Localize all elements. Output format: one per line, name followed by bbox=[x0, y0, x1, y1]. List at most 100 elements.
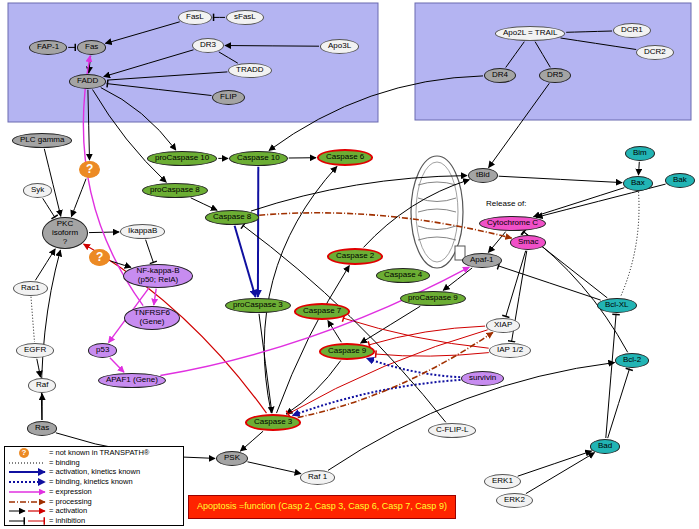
connector bbox=[31, 297, 35, 342]
node-label: Bcl-2 bbox=[623, 356, 641, 365]
legend-text: = inhibition bbox=[49, 516, 85, 526]
gene-ellipse: p53 bbox=[88, 343, 117, 358]
caspase-ellipse: Caspase 6 bbox=[317, 149, 373, 166]
caspase-ellipse: Caspase 10 bbox=[229, 151, 288, 166]
node-label: Apo2L = TRAIL bbox=[503, 29, 557, 38]
connector bbox=[526, 453, 595, 494]
caspase-ellipse: Caspase 3 bbox=[245, 414, 301, 431]
node-label: Bcl-XL bbox=[605, 301, 629, 310]
legend-sample bbox=[7, 487, 47, 497]
node-label: Apoptosis =function (Casp 2, Casp 3, Cas… bbox=[197, 502, 447, 512]
connector bbox=[277, 266, 350, 414]
protein-ellipse: FAP-1 bbox=[29, 40, 67, 55]
protein-ellipse: sFasL bbox=[226, 10, 264, 25]
bcl2-family-ellipse: Bax bbox=[623, 176, 653, 191]
caspase-ellipse: Caspase 8 bbox=[205, 210, 259, 225]
connector bbox=[35, 249, 55, 280]
connector bbox=[107, 72, 227, 80]
connector bbox=[499, 176, 622, 182]
node-label: IAP 1/2 bbox=[497, 346, 523, 355]
node-label: ? bbox=[86, 163, 93, 176]
protein-ellipse: Rac1 bbox=[13, 281, 48, 296]
node-label: Caspase 10 bbox=[237, 154, 280, 163]
legend-row: ?= not known in TRANSPATH® bbox=[7, 448, 183, 458]
legend-sample bbox=[7, 477, 47, 487]
gene-ellipse: TNFRSF6 (Gene) bbox=[124, 306, 180, 330]
function-box: Apoptosis =function (Casp 2, Casp 3, Cas… bbox=[188, 495, 456, 519]
connector bbox=[259, 213, 511, 238]
connector bbox=[111, 261, 131, 267]
connector bbox=[110, 358, 124, 372]
connector bbox=[506, 42, 525, 68]
node-label: Bim bbox=[633, 149, 647, 158]
protein-ellipse: FasL bbox=[178, 10, 212, 25]
legend-text: = expression bbox=[49, 487, 92, 497]
connector bbox=[535, 42, 550, 68]
protein-ellipse: Apaf-1 bbox=[462, 253, 502, 268]
connector bbox=[620, 192, 639, 297]
node-label: tBid bbox=[476, 171, 490, 180]
node-label: DCR1 bbox=[621, 26, 643, 35]
connector bbox=[41, 250, 60, 420]
node-label: PSK bbox=[224, 454, 240, 463]
connector bbox=[288, 330, 488, 414]
connector bbox=[105, 22, 179, 44]
connector bbox=[364, 180, 470, 248]
connector bbox=[88, 90, 90, 160]
legend-row: = inhibition bbox=[7, 516, 183, 526]
connector bbox=[293, 380, 461, 416]
connector bbox=[37, 359, 41, 377]
connector bbox=[518, 451, 592, 476]
legend-line bbox=[9, 481, 45, 483]
protein-ellipse: FADD bbox=[69, 74, 106, 89]
node-label: DR4 bbox=[492, 71, 508, 80]
connector bbox=[566, 31, 612, 32]
caspase-ellipse: proCaspase 10 bbox=[147, 151, 217, 166]
legend-text: = not known in TRANSPATH® bbox=[49, 448, 149, 458]
connector bbox=[218, 158, 228, 159]
legend-line bbox=[9, 471, 45, 473]
connector bbox=[608, 369, 630, 438]
node-label: Bax bbox=[631, 179, 645, 188]
node-label: Syk bbox=[31, 186, 44, 195]
protein-ellipse: EGFR bbox=[16, 343, 54, 358]
connector bbox=[154, 289, 156, 305]
legend-line bbox=[9, 501, 45, 503]
legend-row: = binding bbox=[7, 458, 183, 468]
legend-text: = activation bbox=[49, 506, 87, 516]
legend-line bbox=[9, 520, 25, 521]
connector bbox=[71, 179, 86, 217]
legend-row: = activation, kinetics known bbox=[7, 467, 183, 477]
protein-ellipse: Apo2L = TRAIL bbox=[495, 26, 565, 41]
protein-ellipse: ERK1 bbox=[484, 474, 521, 489]
node-label: Bad bbox=[598, 442, 612, 451]
connector bbox=[146, 240, 154, 263]
caspase-ellipse: proCaspase 9 bbox=[400, 291, 466, 306]
connector bbox=[489, 83, 550, 167]
legend-sample bbox=[7, 458, 47, 468]
legend-text: = binding, kinetics known bbox=[49, 477, 133, 487]
node-label: PLC gamma bbox=[20, 136, 64, 145]
connector bbox=[68, 47, 76, 48]
legend-text: = binding bbox=[49, 458, 80, 468]
connector bbox=[84, 244, 267, 413]
legend-text: = processing bbox=[49, 497, 92, 507]
protein-ellipse: Fas bbox=[77, 40, 106, 55]
bcl2-family-ellipse: Bak bbox=[665, 173, 695, 188]
connector bbox=[328, 363, 615, 471]
bcl2-family-ellipse: Bcl-2 bbox=[615, 353, 649, 368]
connector bbox=[343, 318, 489, 348]
connector bbox=[225, 45, 319, 47]
legend-sample bbox=[7, 467, 47, 477]
protein-ellipse: tBid bbox=[468, 168, 498, 183]
connector bbox=[269, 76, 483, 151]
legend-row: = expression bbox=[7, 487, 183, 497]
connector bbox=[89, 231, 119, 233]
connector bbox=[107, 84, 212, 96]
connector bbox=[219, 52, 238, 63]
node-label: APAF1 (Gene) bbox=[106, 376, 158, 385]
protein-ellipse: TRADD bbox=[228, 63, 272, 78]
protein-ellipse: DR3 bbox=[192, 38, 224, 53]
node-label: proCaspase 10 bbox=[155, 154, 209, 163]
